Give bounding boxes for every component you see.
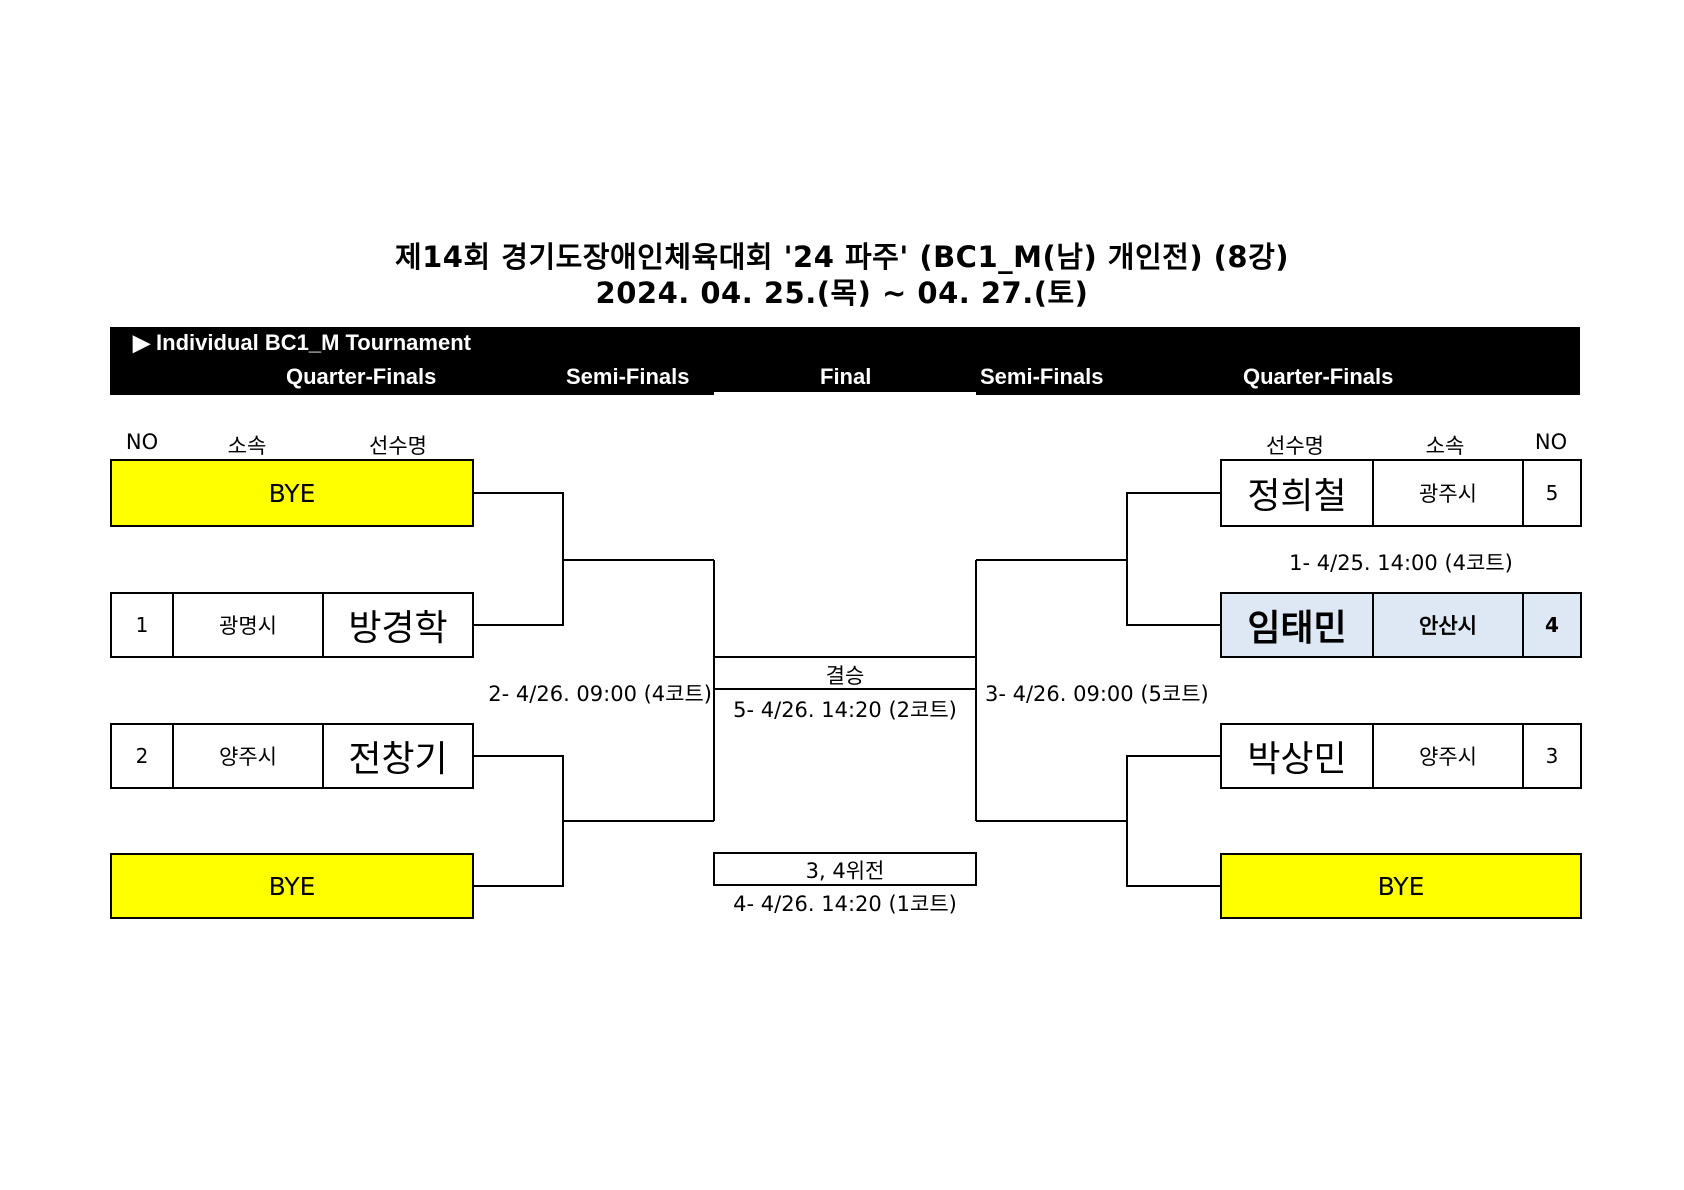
col-header-affiliation-left: 소속 [227, 434, 267, 458]
round-label-final: Final [820, 364, 872, 389]
player-name: 임태민 [1247, 608, 1347, 649]
player-affiliation: 광명시 [172, 594, 322, 656]
match-1-info: 1- 4/25. 14:00 (4코트) [1289, 551, 1513, 575]
match-2-info: 2- 4/26. 09:00 (4코트) [488, 682, 712, 706]
third-place-label: 3, 4위전 [805, 859, 885, 883]
tournament-header-bar [110, 327, 1580, 395]
player-affiliation: 양주시 [172, 725, 322, 787]
col-header-no-right: NO [1534, 430, 1568, 454]
player-name: 박상민 [1247, 739, 1347, 780]
bye-label: BYE [268, 478, 316, 508]
left-slot-4-bye: BYE [110, 853, 474, 919]
col-header-name-right: 선수명 [1266, 434, 1324, 458]
round-label-sf-left: Semi-Finals [566, 364, 690, 389]
player-no: 5 [1522, 461, 1580, 525]
right-slot-2-player-winner: 임태민 안산시 4 [1220, 592, 1582, 658]
col-header-affiliation-right: 소속 [1425, 434, 1465, 458]
left-slot-1-bye: BYE [110, 459, 474, 527]
final-label: 결승 [825, 664, 865, 688]
match-3-info: 3- 4/26. 09:00 (5코트) [985, 682, 1209, 706]
player-affiliation: 양주시 [1372, 725, 1522, 787]
player-no: 2 [135, 744, 149, 768]
player-no: 3 [1522, 725, 1580, 787]
player-name: 방경학 [322, 594, 472, 656]
tournament-label: ▶ Individual BC1_M Tournament [133, 330, 471, 355]
header-tab-gap-right [976, 395, 1520, 397]
round-label-qf-left: Quarter-Finals [286, 364, 437, 389]
col-header-no-left: NO [125, 430, 159, 454]
right-slot-4-bye: BYE [1220, 853, 1582, 919]
match-5-info: 5- 4/26. 14:20 (2코트) [733, 698, 957, 722]
bye-label: BYE [1377, 871, 1425, 901]
player-affiliation: 안산시 [1372, 594, 1522, 656]
right-slot-3-player: 박상민 양주시 3 [1220, 723, 1582, 789]
player-no: 1 [135, 613, 149, 637]
right-slot-1-player: 정희철 광주시 5 [1220, 459, 1582, 527]
player-affiliation: 광주시 [1372, 461, 1522, 525]
match-4-info: 4- 4/26. 14:20 (1코트) [733, 892, 957, 916]
player-no: 4 [1522, 594, 1580, 656]
header-final-notch [714, 392, 976, 397]
col-header-name-left: 선수명 [369, 434, 427, 458]
page-title: 제14회 경기도장애인체육대회 '24 파주' (BC1_M(남) 개인전) (… [394, 240, 1290, 274]
round-label-sf-right: Semi-Finals [980, 364, 1104, 389]
player-name: 정희철 [1247, 476, 1347, 517]
left-slot-3-player: 2 양주시 전창기 [110, 723, 474, 789]
bye-label: BYE [268, 871, 316, 901]
player-name: 전창기 [322, 725, 472, 787]
header-tab-gap-left [110, 395, 714, 397]
page-date-range: 2024. 04. 25.(목) ~ 04. 27.(토) [595, 276, 1089, 310]
round-label-qf-right: Quarter-Finals [1243, 364, 1394, 389]
left-slot-2-player: 1 광명시 방경학 [110, 592, 474, 658]
